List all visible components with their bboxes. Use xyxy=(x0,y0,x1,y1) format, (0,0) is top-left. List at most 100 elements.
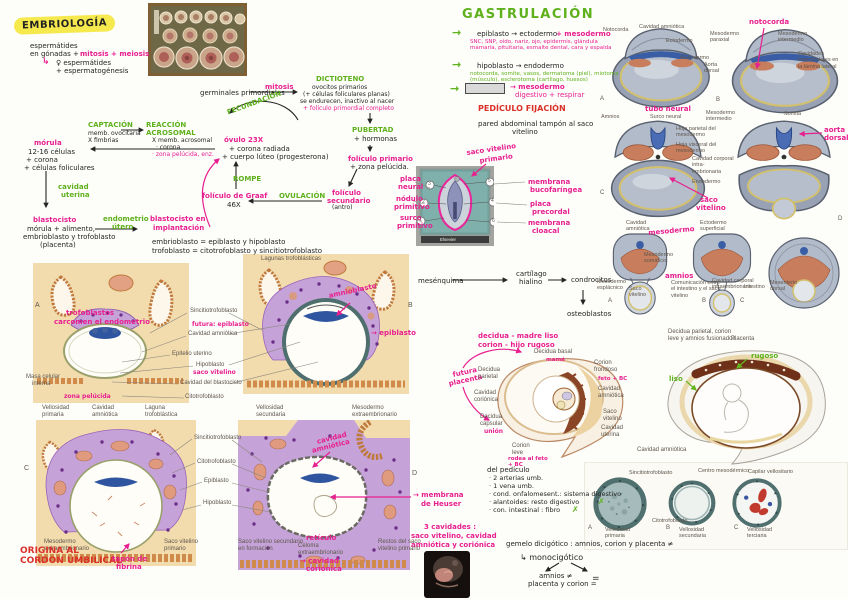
printed-label: Mesodermo paraxial xyxy=(710,31,740,44)
handwritten-note: germinales primordiales xyxy=(200,89,285,97)
handwritten-note: trofoblasto = citotrofoblasto y sincitio… xyxy=(152,247,323,255)
handwritten-note: digestivo + respirar xyxy=(515,91,585,99)
handwritten-note: · corona xyxy=(156,144,181,151)
handwritten-note: folículo primario xyxy=(348,155,413,163)
handwritten-note: mórula xyxy=(34,139,62,147)
handwritten-note: folículo xyxy=(332,189,361,197)
handwritten-note: + células foliculares xyxy=(24,164,95,172)
handwritten-note: + espermatogénesis xyxy=(56,67,129,75)
printed-label: Cavidad amniótica xyxy=(626,220,650,233)
handwritten-note: embrioblasto = epiblasto y hipoblasto xyxy=(152,238,286,246)
handwritten-note: zona pelúcida xyxy=(64,393,111,400)
handwritten-note: → membrana xyxy=(413,491,464,499)
handwritten-note: del pedículo xyxy=(487,466,530,474)
handwritten-note: 3 cavidades : xyxy=(424,523,477,531)
printed-label: Cavidad amniótica xyxy=(639,24,685,30)
printed-label: Hipoblasto xyxy=(203,500,232,506)
printed-label: Elsevier xyxy=(440,237,457,242)
printed-label: C xyxy=(24,465,30,472)
handwritten-note: PEDÍCULO FIJACIÓN xyxy=(478,104,566,113)
handwritten-note: = xyxy=(592,574,600,584)
page-title: EMBRIOLOGÍA xyxy=(13,14,116,35)
printed-label: Vellosidad primaria xyxy=(605,527,631,540)
handwritten-note: fibrina xyxy=(116,563,142,571)
handwritten-note: → epiblasto xyxy=(371,329,416,337)
handwritten-note: 12-16 células xyxy=(28,148,75,156)
handwritten-note: en gónadas + xyxy=(30,50,79,58)
handwritten-note: mesénquima xyxy=(418,277,464,285)
handwritten-note: embrioblasto y trofoblasto xyxy=(23,233,116,241)
handwritten-note: nódulo xyxy=(396,195,423,203)
cross-mark-icon: ✗ xyxy=(572,505,579,514)
handwritten-note: OVULACIÓN xyxy=(279,192,326,200)
handwritten-note: memb. ovocitaria xyxy=(88,130,141,137)
handwritten-note: DICTIOTENO xyxy=(316,75,365,83)
printed-label: Ectodermo superficial xyxy=(700,220,727,233)
printed-label: Saco vitelino secundario en formación xyxy=(238,539,304,552)
green-arrow-icon: → xyxy=(452,26,462,39)
handwritten-note: → cavidad xyxy=(300,557,339,565)
printed-label: Mesodermo esplácnico xyxy=(597,279,627,292)
printed-label: 6 xyxy=(492,218,495,224)
handwritten-note: + zona pelúcida. xyxy=(350,163,409,171)
handwritten-note: pared abdominal tampón al saco xyxy=(478,120,594,128)
printed-label: Comunicación entre el intestino y el sac… xyxy=(671,280,721,299)
handwritten-note: · alantoides: resto digestivo xyxy=(489,498,580,506)
handwritten-note: coriónica xyxy=(306,565,342,573)
handwritten-note: membrana xyxy=(528,178,571,186)
handwritten-note: ORIGINA AL xyxy=(20,546,79,556)
printed-label: Saco vitelino xyxy=(629,286,647,299)
gastrulacion-title: GASTRULACIÓN xyxy=(462,7,595,22)
printed-label: Sincitiotrofoblasto xyxy=(190,308,238,314)
handwritten-note: espermátides xyxy=(30,42,78,50)
handwritten-note: implantación xyxy=(153,224,205,232)
handwritten-note: + mesodermo xyxy=(556,30,611,38)
printed-label: Celoma extraembrionario xyxy=(298,543,344,556)
printed-label: Vellosidad secundaria xyxy=(256,405,286,418)
printed-label: Decidua parietal xyxy=(478,367,501,380)
handwritten-note: (antro) xyxy=(332,204,353,211)
printed-label: Vellosidad terciaria xyxy=(747,527,773,540)
printed-label: interna xyxy=(32,381,51,387)
printed-label: 4 xyxy=(491,198,494,204)
handwritten-note: + folículo primordial completo xyxy=(303,105,394,112)
handwritten-note: tapón de xyxy=(112,555,148,563)
printed-label: Epiblasto xyxy=(204,478,229,484)
handwritten-note: amnios xyxy=(665,272,694,280)
printed-label: Epitelio uterino xyxy=(172,351,212,357)
handwritten-note: ROMPE xyxy=(233,175,262,183)
handwritten-note: blastocisto xyxy=(33,216,77,224)
handwritten-note: unión xyxy=(484,428,503,435)
handwritten-note: feto + BC xyxy=(598,376,628,382)
printed-label: Cavidad coriónica xyxy=(474,390,499,403)
printed-label: Citotrofoblasto xyxy=(185,394,224,400)
printed-label: Sincitiotrofoblasto xyxy=(194,435,242,441)
printed-label: Endodermo xyxy=(692,179,721,185)
handwritten-note: rodea al feto + BC xyxy=(508,456,548,469)
handwritten-note: mitosis + meiosis xyxy=(80,50,150,58)
printed-label: B xyxy=(716,97,721,103)
handwritten-note: SNC, SNP, oído, nariz, ojo, epidermis, g… xyxy=(470,39,612,52)
handwritten-note: liso xyxy=(669,375,683,383)
printed-label: 1 xyxy=(419,217,422,223)
printed-label: Corion frondoso xyxy=(594,360,618,373)
printed-label: Placenta xyxy=(731,336,755,342)
handwritten-note: surco xyxy=(400,214,422,222)
printed-label: Masa celular xyxy=(26,374,61,380)
printed-label: Capilar vellositario xyxy=(748,469,793,475)
printed-label: Cavidad uterina xyxy=(601,425,624,438)
handwritten-note: retículo xyxy=(306,534,337,542)
printed-label: Citotrofoblasto xyxy=(197,459,236,465)
handwritten-note: (+ células foliculares planas) xyxy=(303,91,390,98)
handwritten-note: saco xyxy=(700,196,718,204)
handwritten-note: uterina xyxy=(61,191,90,199)
handwritten-note: folículo de Graaf xyxy=(202,192,268,200)
printed-label: Hoja visceral del mesodermo xyxy=(676,142,717,155)
handwritten-note: → mesodermo xyxy=(510,83,565,91)
handwritten-note: decidua - madre liso xyxy=(478,332,559,340)
handwritten-note: REACCIÓN ACROSOMAL xyxy=(146,121,196,138)
mesodermo-box xyxy=(465,83,505,94)
handwritten-note: amniótica y coriónica xyxy=(411,541,496,549)
handwritten-note: + corona xyxy=(26,156,58,164)
